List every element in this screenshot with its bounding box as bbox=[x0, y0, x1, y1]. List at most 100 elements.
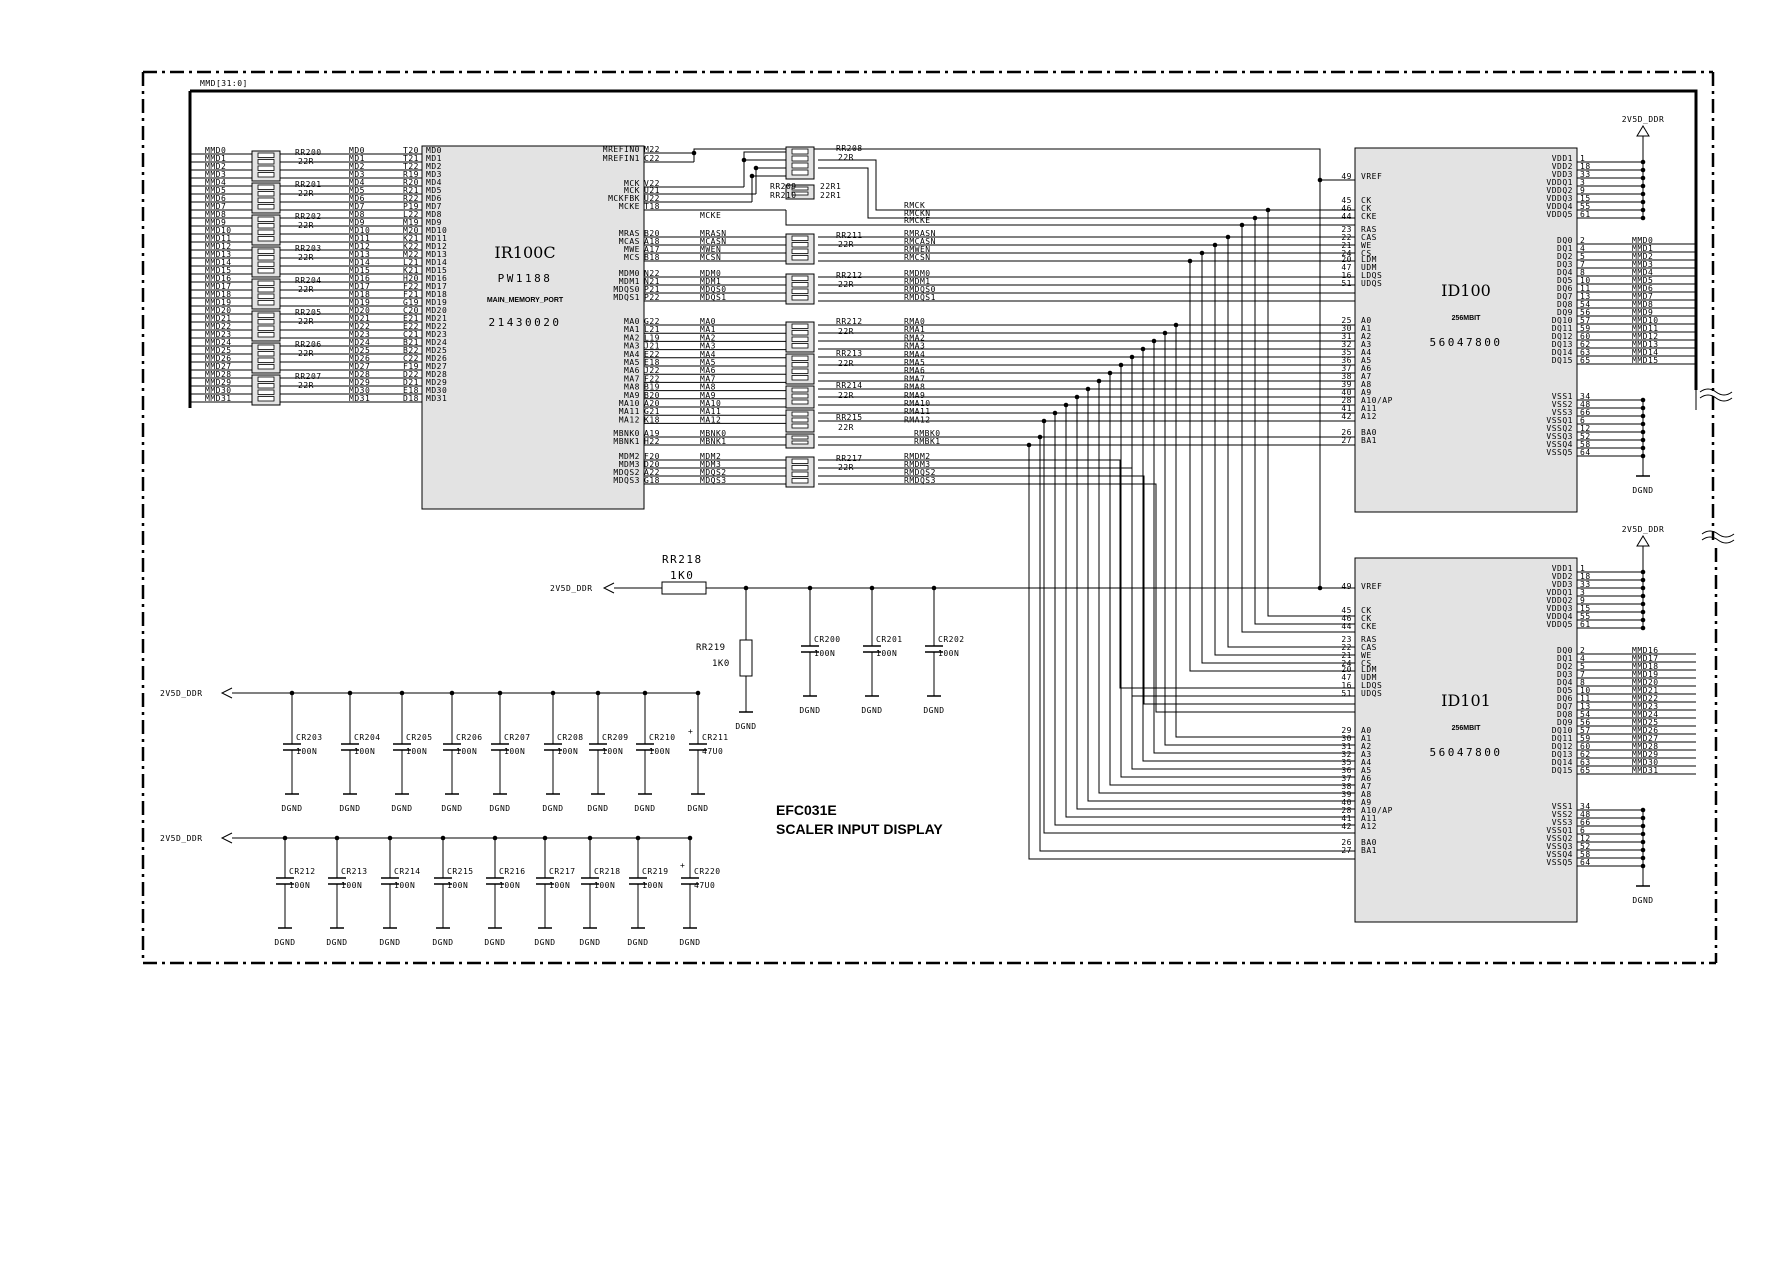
pin-name: MA9 bbox=[624, 391, 640, 400]
junction-dot bbox=[387, 835, 393, 841]
resistor-element bbox=[791, 417, 809, 423]
pin-number: 13 bbox=[1580, 702, 1591, 711]
net-label-mmd: MMD31 bbox=[205, 394, 232, 403]
pin-name: VDDQ4 bbox=[1546, 612, 1573, 621]
pin-ball: A17 bbox=[644, 245, 660, 254]
net-label-md: MD15 bbox=[349, 266, 370, 275]
ground-label: DGND bbox=[326, 938, 347, 947]
array-ref: RR201 bbox=[295, 180, 322, 189]
pin-number: 59 bbox=[1580, 734, 1591, 743]
pin-number: 5 bbox=[1580, 252, 1585, 261]
net-label-md: MD13 bbox=[349, 250, 370, 259]
pin-name: MA4 bbox=[624, 350, 640, 359]
net-label-md: MD6 bbox=[349, 194, 365, 203]
resistor-element bbox=[791, 235, 809, 241]
pin-ball: K21 bbox=[403, 234, 419, 243]
pin-ball: T20 bbox=[403, 146, 419, 155]
junction-dot bbox=[741, 157, 747, 163]
pin-number: 23 bbox=[1341, 225, 1352, 234]
net-label-mmd: MMD6 bbox=[1632, 284, 1653, 293]
cap-ref: CR211 bbox=[702, 733, 729, 742]
net-label-mmd: MMD31 bbox=[1632, 766, 1659, 775]
cap-value: 100N bbox=[642, 881, 663, 890]
net-label: MA12 bbox=[700, 415, 721, 424]
pin-name: UDQS bbox=[1361, 689, 1382, 698]
pin-number: 32 bbox=[1341, 340, 1352, 349]
junction-dot bbox=[1151, 338, 1157, 344]
resistor-element bbox=[257, 344, 275, 350]
pin-name: A8 bbox=[1361, 380, 1372, 389]
pin-number: 28 bbox=[1341, 806, 1352, 815]
resistor-element bbox=[791, 478, 809, 484]
wire bbox=[1142, 349, 1355, 762]
pin-name: VREF bbox=[1361, 172, 1382, 181]
net-label-mmd: MMD4 bbox=[205, 178, 226, 187]
pin-name: VDDQ3 bbox=[1546, 604, 1573, 613]
pin-number: 20 bbox=[1341, 665, 1352, 674]
resistor-element bbox=[791, 368, 809, 374]
net-label: MDM1 bbox=[700, 277, 721, 286]
pin-ball: D20 bbox=[644, 460, 660, 469]
pin-number: 63 bbox=[1580, 758, 1591, 767]
resistor-element bbox=[257, 216, 275, 222]
net-label-mmd: MMD30 bbox=[205, 386, 232, 395]
junction-dot bbox=[1085, 386, 1091, 392]
net-label: RMA9 bbox=[904, 391, 925, 400]
net-label: MA3 bbox=[700, 342, 716, 351]
vref-divider: 2V5D_DDRRR2181K0RR2191K0DGNDCR200100NDGN… bbox=[550, 180, 1355, 731]
pin-number: 42 bbox=[1341, 412, 1352, 421]
net-label-mmd: MMD14 bbox=[205, 258, 232, 267]
junction-dot bbox=[1118, 362, 1124, 368]
pin-name: RAS bbox=[1361, 225, 1377, 234]
pin-number: 45 bbox=[1341, 196, 1352, 205]
pin-name: VDD3 bbox=[1552, 170, 1573, 179]
pin-number: 61 bbox=[1580, 210, 1591, 219]
junction-dot bbox=[1239, 222, 1245, 228]
ground-label: DGND bbox=[432, 938, 453, 947]
junction-dot bbox=[1037, 434, 1043, 440]
net-label: MDM3 bbox=[700, 460, 721, 469]
resistor-element bbox=[791, 275, 809, 281]
net-label-mmd: MMD21 bbox=[1632, 686, 1659, 695]
cap-value: 100N bbox=[406, 747, 427, 756]
pin-name: DQ10 bbox=[1552, 726, 1573, 735]
resistor-element bbox=[257, 396, 275, 402]
pin-name: A6 bbox=[1361, 774, 1372, 783]
pin-name: BA0 bbox=[1361, 428, 1377, 437]
net-label: MDM2 bbox=[700, 452, 721, 461]
wire bbox=[818, 459, 1355, 689]
pin-name: VDDQ5 bbox=[1546, 210, 1573, 219]
pin-number: 16 bbox=[1341, 271, 1352, 280]
pin-name: MA3 bbox=[624, 342, 640, 351]
resistor-element bbox=[791, 343, 809, 349]
resistor-element bbox=[257, 223, 275, 229]
pin-number: 15 bbox=[1580, 604, 1591, 613]
pin-name: MD2 bbox=[426, 162, 442, 171]
cap-ref: CR207 bbox=[504, 733, 531, 742]
pin-name: MD20 bbox=[426, 306, 447, 315]
pin-name: VSSQ2 bbox=[1546, 834, 1573, 843]
net-label-mmd: MMD23 bbox=[1632, 702, 1659, 711]
pin-name: UDM bbox=[1361, 673, 1377, 682]
junction-dot bbox=[1173, 322, 1179, 328]
cap-value: 100N bbox=[594, 881, 615, 890]
resistor-element bbox=[257, 389, 275, 395]
pin-name: MD5 bbox=[426, 186, 442, 195]
net-label-md: MD11 bbox=[349, 234, 370, 243]
pin-ball: C20 bbox=[403, 306, 419, 315]
junction-dot bbox=[753, 165, 759, 171]
pin-name: MA0 bbox=[624, 317, 640, 326]
net-label: MA1 bbox=[700, 325, 716, 334]
clock-net bbox=[818, 167, 1355, 219]
pin-number: 61 bbox=[1580, 620, 1591, 629]
pin-name: A9 bbox=[1361, 798, 1372, 807]
pin-name: VDDQ3 bbox=[1546, 194, 1573, 203]
junction-dot bbox=[449, 690, 455, 696]
pin-name: DQ2 bbox=[1557, 252, 1573, 261]
net-label-mmd: MMD29 bbox=[205, 378, 232, 387]
pin-name: MD22 bbox=[426, 322, 447, 331]
net-label-md: MD0 bbox=[349, 146, 365, 155]
junction-dot bbox=[289, 690, 295, 696]
resistor-element bbox=[791, 186, 809, 191]
pin-name: DQ11 bbox=[1552, 734, 1573, 743]
